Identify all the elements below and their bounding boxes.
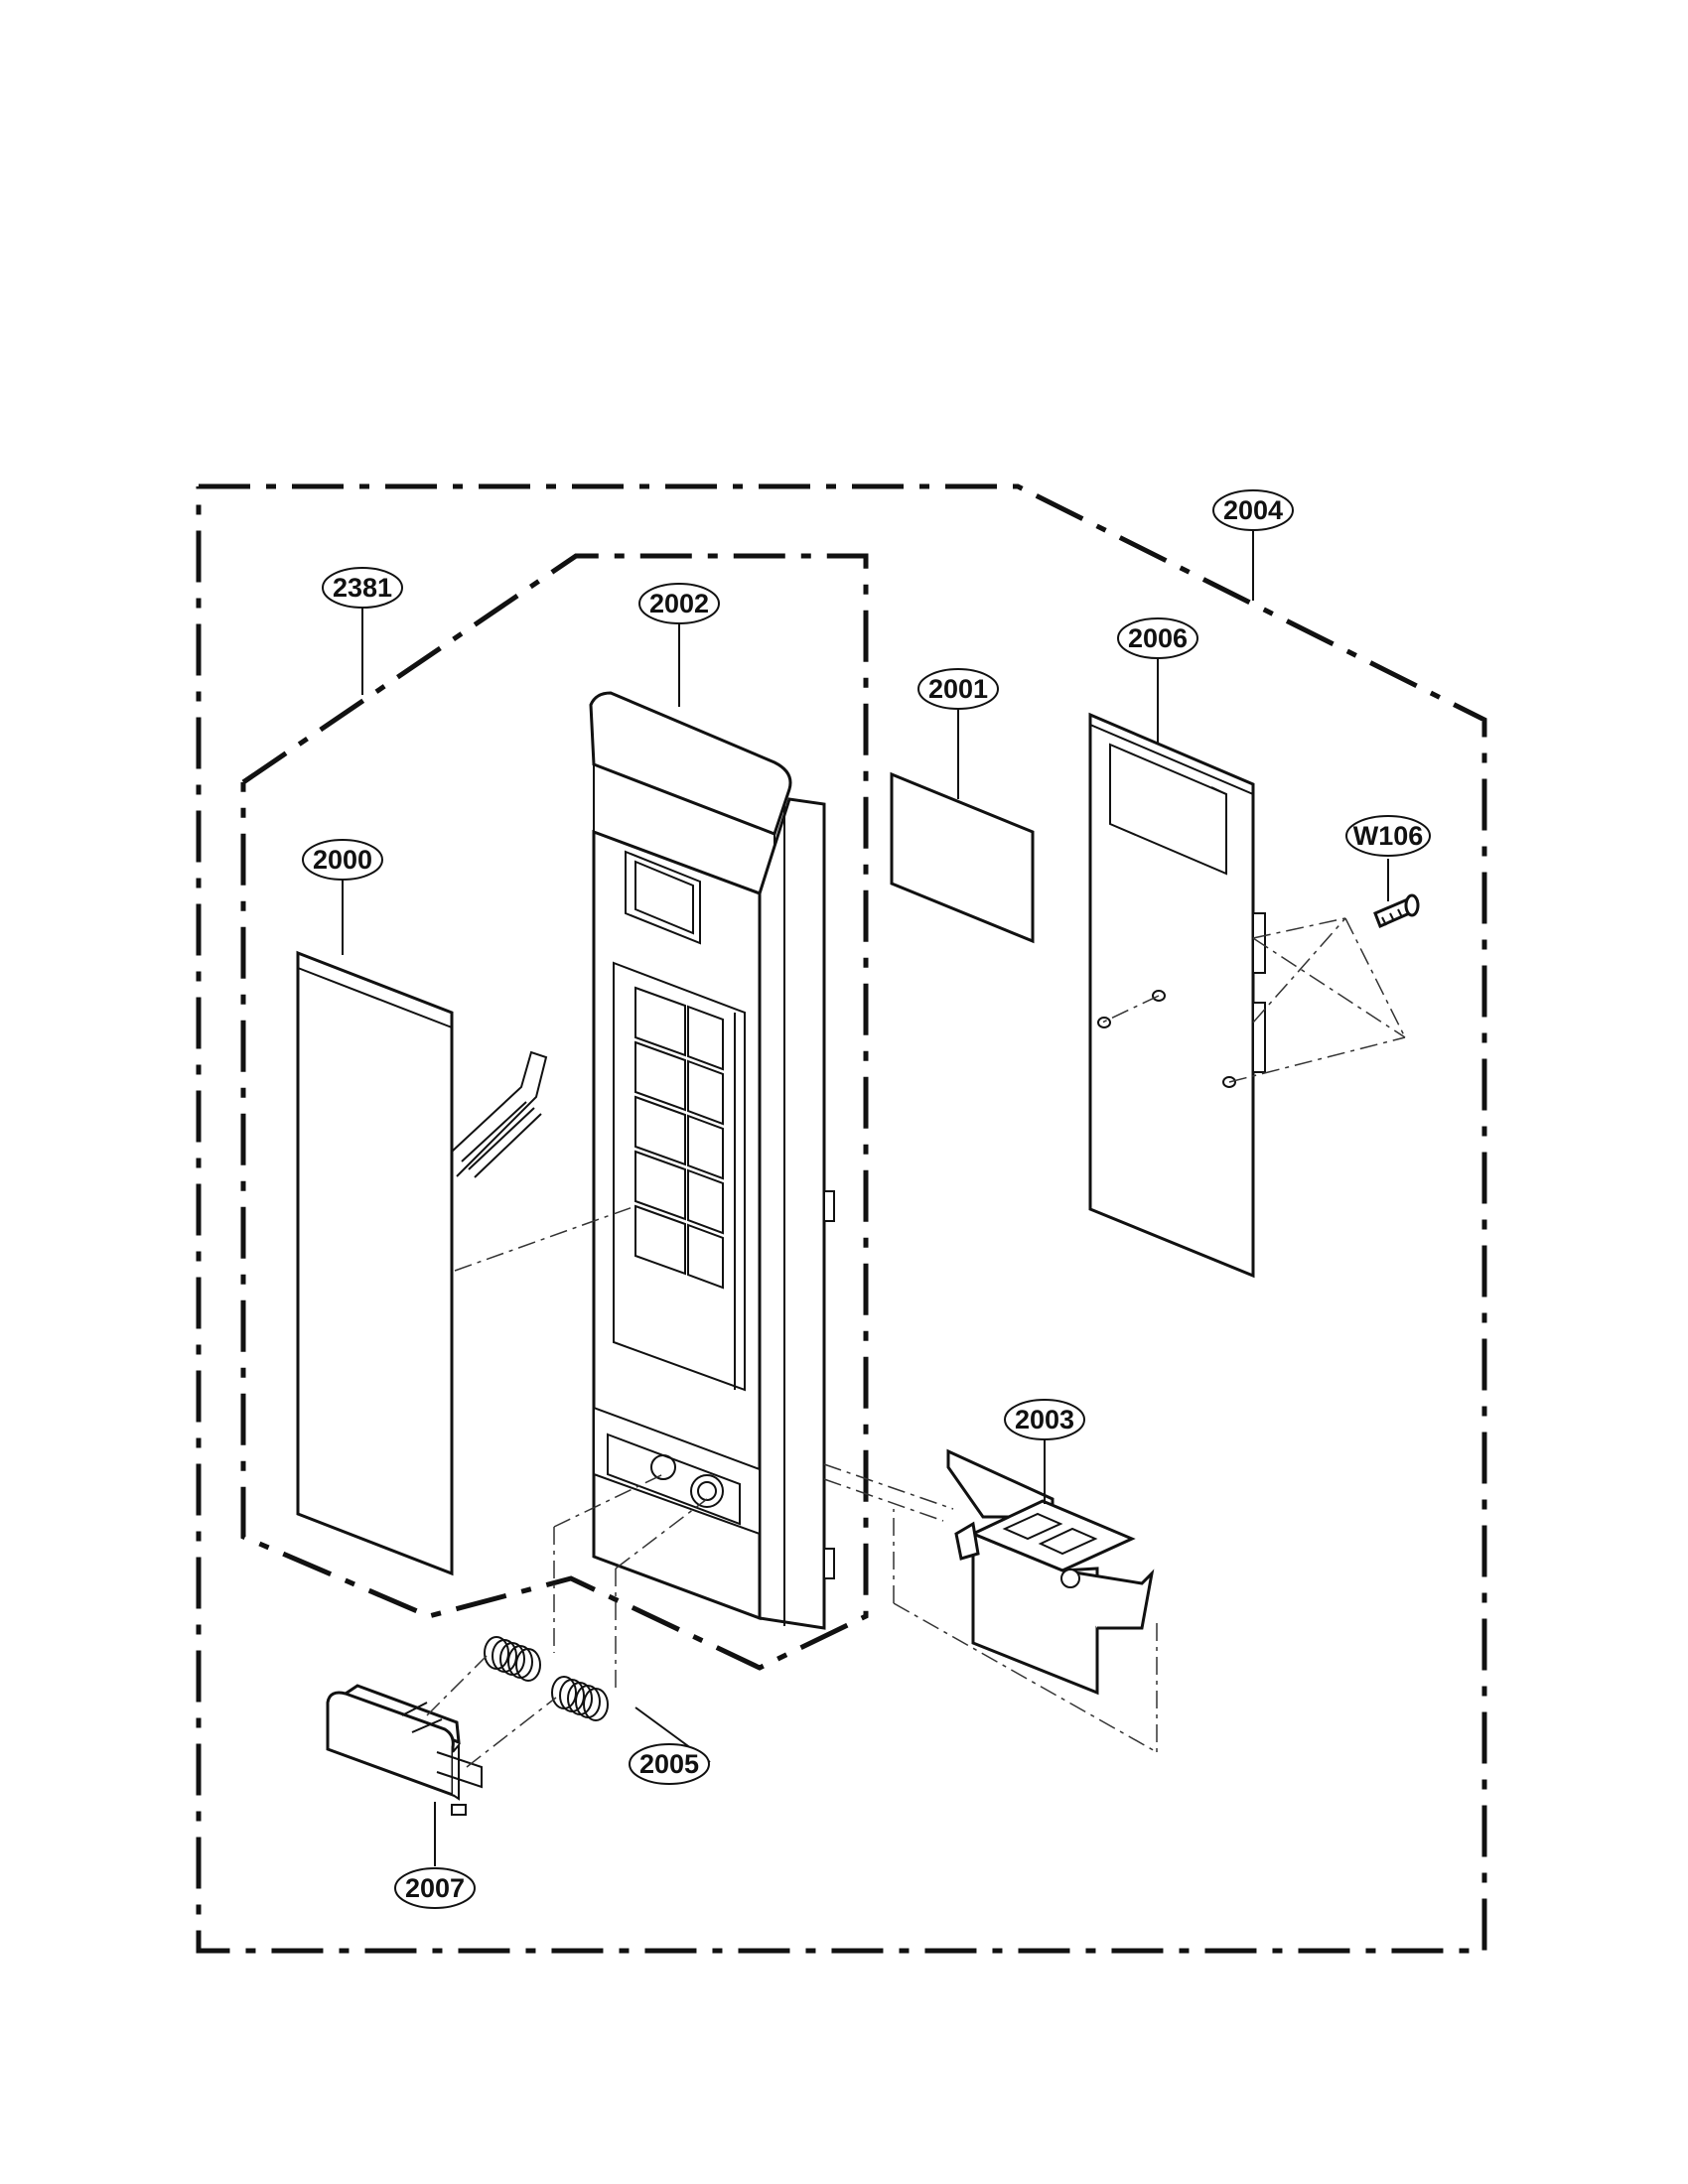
leader-lines	[342, 531, 1389, 1866]
svg-text:2000: 2000	[313, 845, 372, 875]
callout-W106: W106	[1345, 815, 1431, 857]
callout-2002: 2002	[638, 583, 720, 624]
callout-2381: 2381	[322, 567, 403, 609]
part-2005-springs	[484, 1636, 609, 1721]
svg-text:2002: 2002	[649, 589, 709, 618]
callout-2000: 2000	[302, 839, 383, 881]
callout-2006: 2006	[1117, 617, 1198, 659]
part-2006-pcb-board	[1088, 712, 1266, 1279]
callout-2004: 2004	[1212, 489, 1294, 531]
callout-2005: 2005	[629, 1743, 710, 1785]
svg-text:2381: 2381	[333, 573, 392, 603]
part-2002-control-panel-frame	[589, 691, 835, 1630]
part-W106-screw	[1373, 893, 1420, 929]
callout-2007: 2007	[394, 1867, 476, 1909]
part-2000-membrane-panel	[296, 950, 548, 1576]
svg-text:2007: 2007	[405, 1873, 465, 1903]
assembly-guide-lines	[426, 917, 1406, 1768]
svg-text:W106: W106	[1353, 821, 1424, 851]
svg-text:2001: 2001	[928, 674, 988, 704]
part-2007-door-button	[326, 1684, 483, 1816]
svg-text:2004: 2004	[1223, 495, 1283, 525]
assembly-boundary-2004	[196, 483, 1487, 1954]
callout-2003: 2003	[1004, 1399, 1085, 1440]
svg-text:2005: 2005	[639, 1749, 699, 1779]
callout-2001: 2001	[917, 668, 999, 710]
assembly-boundary-2381	[240, 553, 869, 1671]
part-2001-display-window	[890, 771, 1035, 944]
part-2003-latch-lever	[946, 1448, 1155, 1696]
svg-text:2003: 2003	[1015, 1405, 1074, 1434]
svg-text:2006: 2006	[1128, 623, 1188, 653]
